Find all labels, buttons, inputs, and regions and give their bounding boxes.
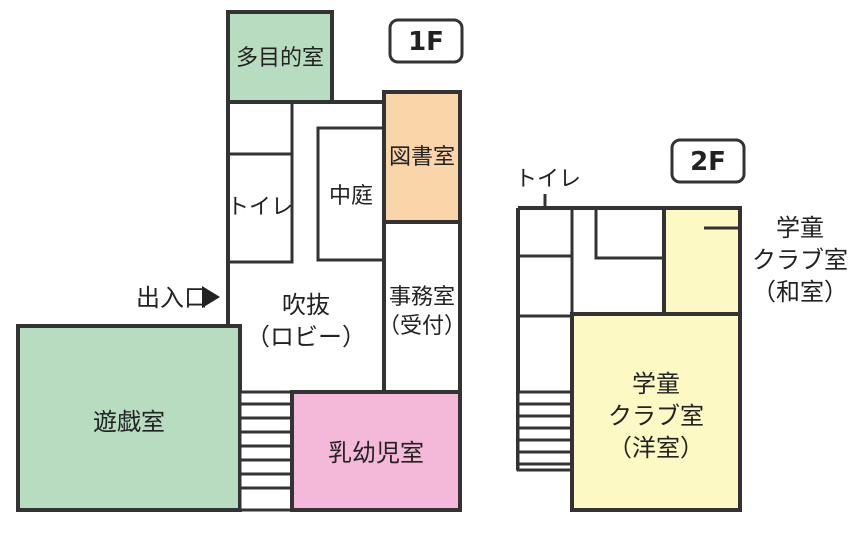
floor-1f: 1F 多目的室 トイレ 中庭 図書室 事務室 （受付） 吹抜 （ロビー） 出入口 [16,10,466,512]
room-playroom-label: 遊戯室 [93,408,165,436]
stairs-1f [238,390,294,512]
floor-badge-2f: 2F [670,138,746,184]
room-office-label-line1: 事務室 [389,285,455,310]
room-infant [290,390,462,512]
room-office-label-line2: （受付） [378,314,466,339]
room-club-japanese-label-line1: 学童 [776,214,824,242]
floor-badge-2f-label: 2F [690,147,726,177]
floor-badge-1f: 1F [388,18,464,64]
room-club-western-label-line3: （洋室） [608,434,704,462]
floor-badge-1f-label: 1F [408,27,444,57]
room-club-western [570,312,742,512]
room-toilet-2f-label: トイレ [515,167,581,192]
room-atrium-label-line2: （ロビー） [246,323,366,351]
room-toilet-1f [226,152,294,264]
room-club-western-label-line1: 学童 [632,370,680,398]
room-infant-label: 乳幼児室 [328,439,424,467]
room-club-japanese [662,206,742,316]
entrance-arrow-icon [202,286,220,308]
room-club-western-label-line2: クラブ室 [608,402,704,430]
room-multipurpose-label: 多目的室 [236,46,324,71]
room-toilet-1f-label: トイレ [227,195,293,220]
stairs-2f [516,390,574,472]
room-club-japanese-label-line3: （和室） [752,278,848,306]
room-courtyard-label: 中庭 [329,184,373,209]
entrance-label: 出入口 [136,284,208,312]
room-atrium-label-line1: 吹抜 [282,291,330,319]
room-library-label: 図書室 [389,145,455,170]
room-club-japanese-label-line2: クラブ室 [752,246,848,274]
room-multipurpose [226,10,334,104]
room-office [382,220,462,394]
room-playroom [16,324,242,512]
floor-2f: 2F トイレ 学童 クラブ室 （和室） 学童 クラブ室 （洋室） [515,138,848,512]
